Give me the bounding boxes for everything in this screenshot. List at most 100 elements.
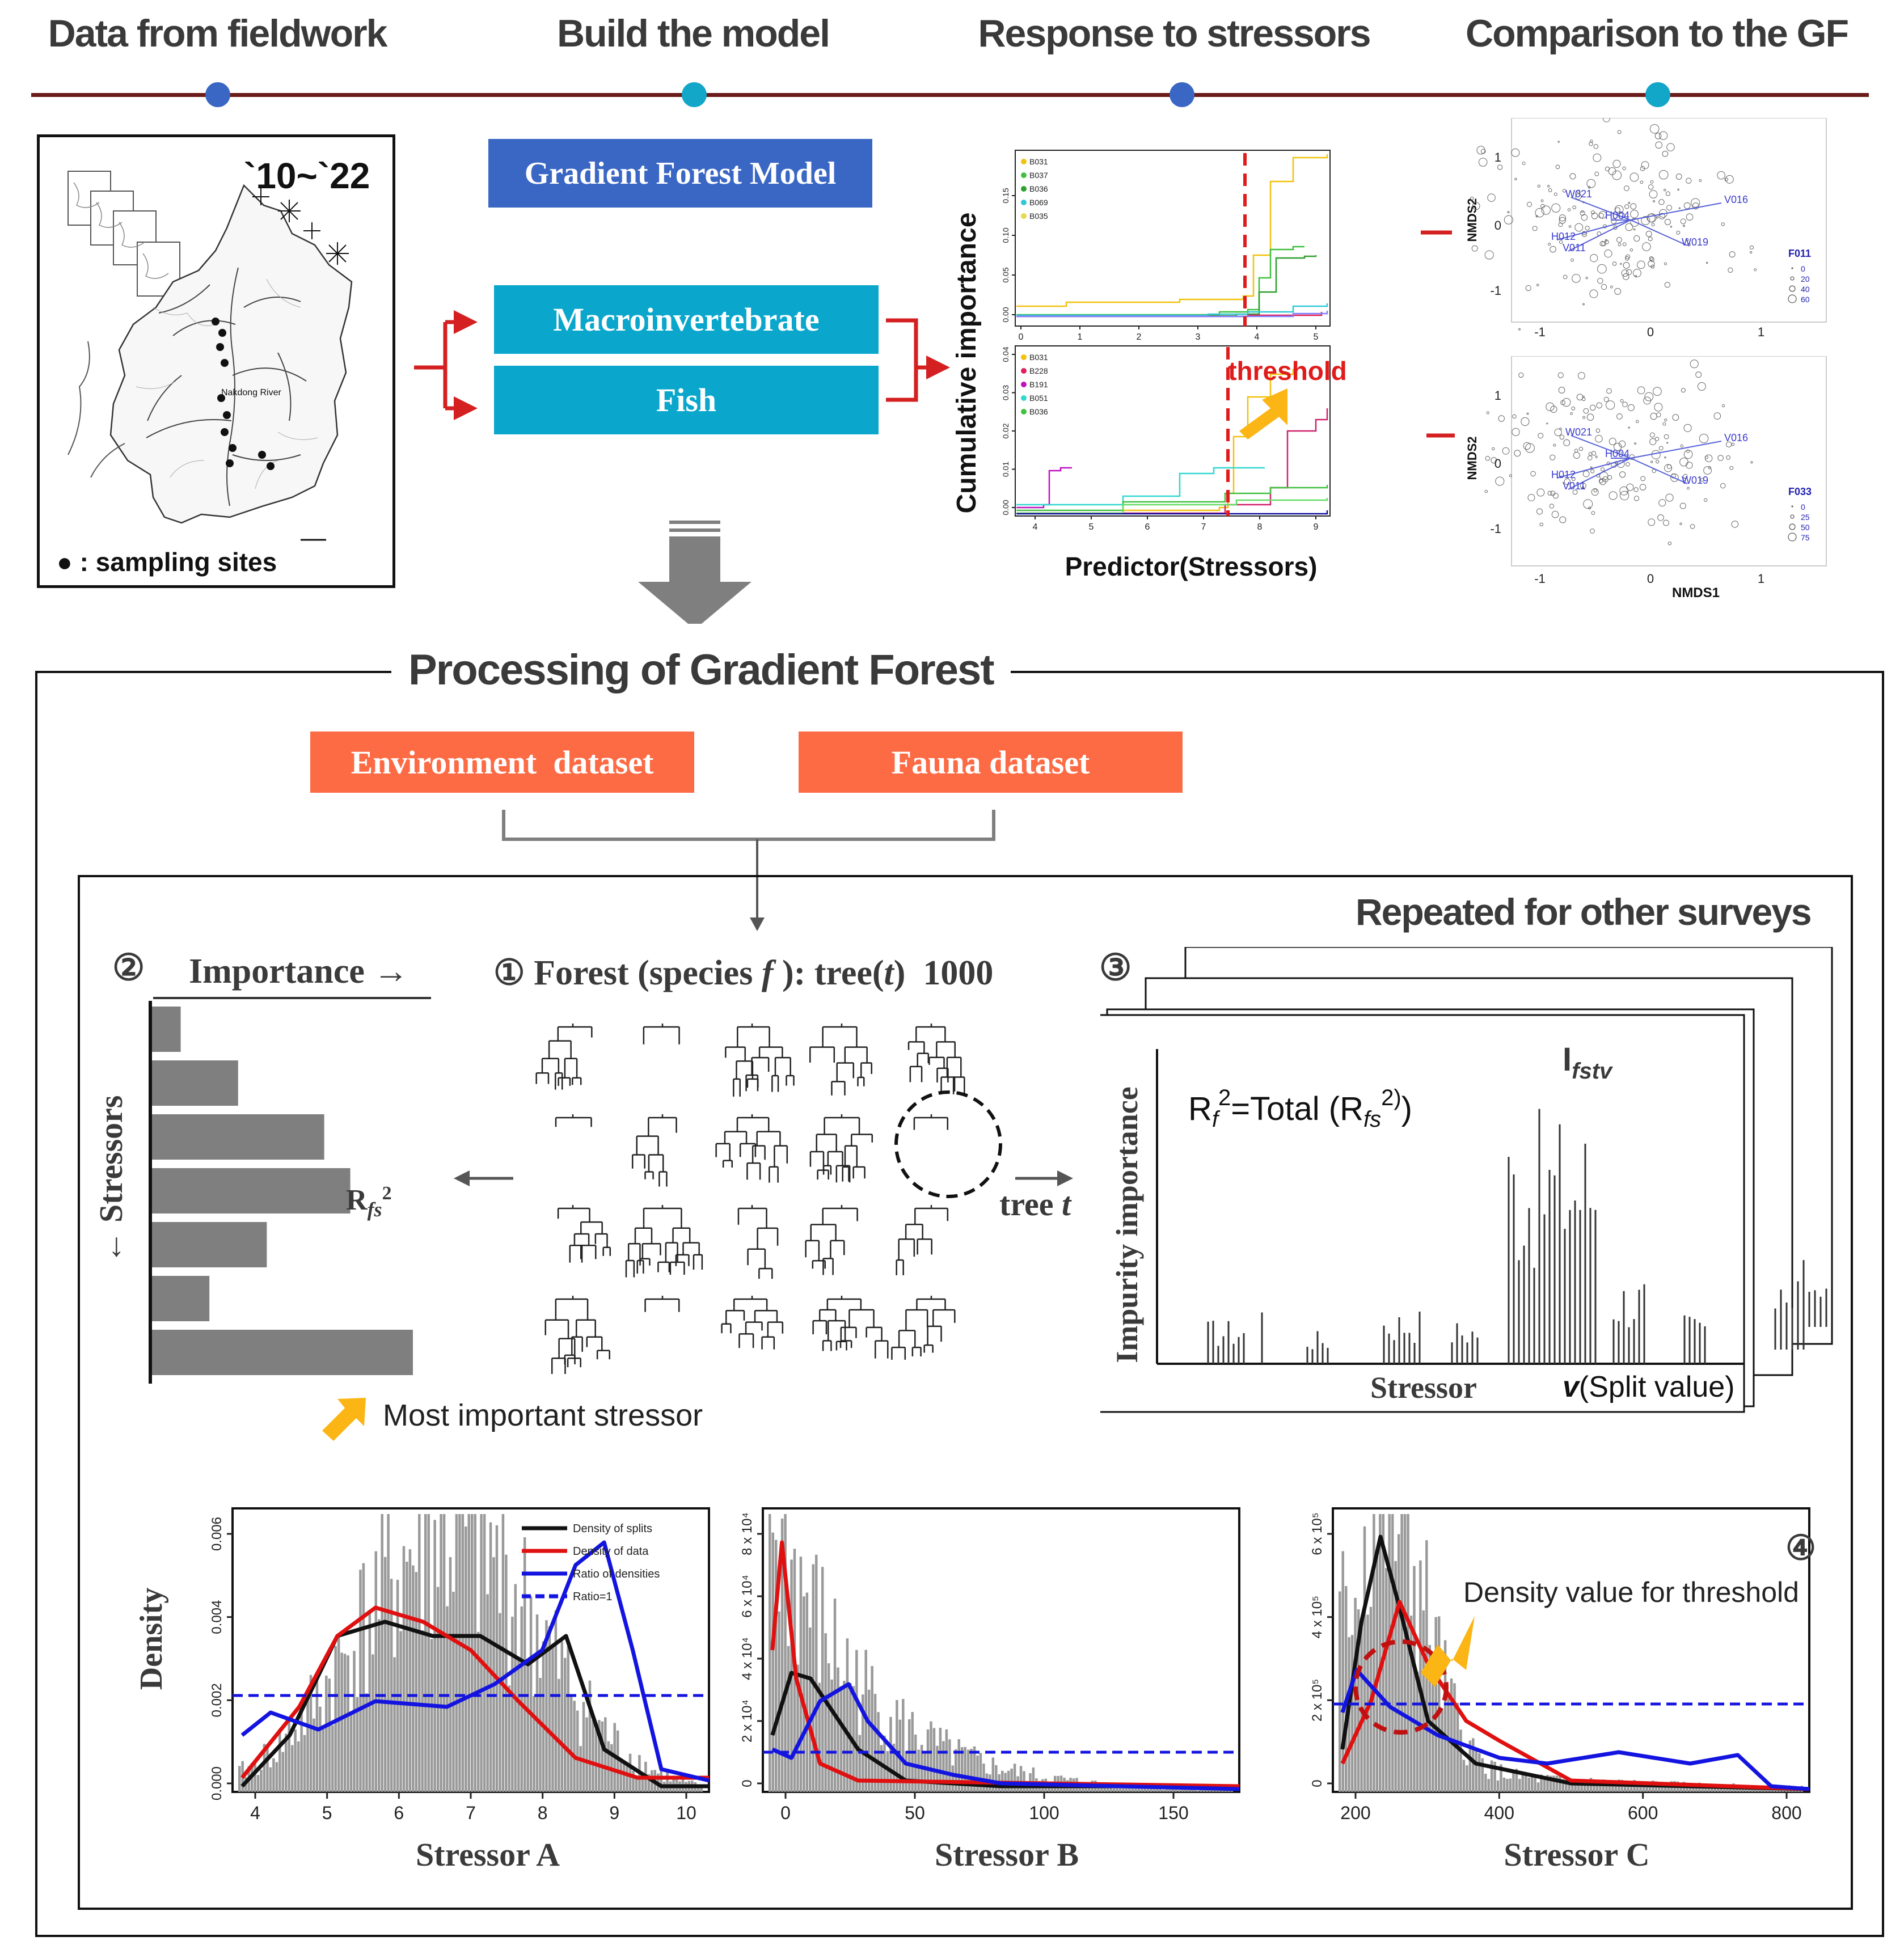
histogram-bar xyxy=(1543,1776,1546,1792)
histogram-bar xyxy=(787,1646,790,1792)
histogram-bar xyxy=(1583,1785,1586,1792)
histogram-bar xyxy=(1466,1765,1468,1792)
nmds-xtick-label: 1 xyxy=(1758,572,1764,586)
nmds-point xyxy=(1583,499,1593,509)
histogram-bar xyxy=(622,1763,626,1792)
histogram-bar xyxy=(412,1565,415,1792)
nmds-point xyxy=(1664,188,1666,192)
histogram-bar xyxy=(1658,1783,1661,1792)
nmds-point xyxy=(1648,236,1653,242)
density-xtick-label: 8 xyxy=(538,1803,548,1823)
histogram-bar xyxy=(368,1610,371,1792)
histogram-bar xyxy=(520,1606,523,1792)
impurity-step-number: ③ xyxy=(1099,948,1132,988)
nmds-point xyxy=(1687,487,1690,490)
nmds-point xyxy=(1536,488,1545,497)
histogram-bar xyxy=(803,1596,805,1792)
nmds-point xyxy=(1570,412,1573,415)
nmds-point xyxy=(1628,201,1631,204)
tree-icon xyxy=(557,1205,611,1263)
nmds-point xyxy=(1590,404,1596,411)
density-ytick-label: 4 x 10⁵ xyxy=(1310,1596,1325,1638)
histogram-bar xyxy=(858,1735,862,1792)
histogram-bar xyxy=(936,1745,939,1792)
nmds-point xyxy=(1731,521,1739,528)
nmds-point xyxy=(1586,179,1596,188)
repeated-surveys-label: Repeated for other surveys xyxy=(1356,891,1812,933)
tree-icon xyxy=(721,1296,784,1350)
density-ytick-label: 2 x 10⁵ xyxy=(1310,1679,1325,1722)
histogram-bar xyxy=(322,1727,325,1792)
threshold-arrow-icon xyxy=(1239,388,1287,439)
nmds-point xyxy=(1676,230,1681,235)
density-xlabel: Stressor C xyxy=(1504,1836,1649,1873)
histogram-bar xyxy=(796,1664,799,1792)
histogram-bar xyxy=(458,1514,461,1792)
nmds-point xyxy=(1547,491,1552,496)
histogram-bar xyxy=(672,1775,675,1792)
nmds-point xyxy=(1618,440,1626,448)
tree-icon xyxy=(805,1205,858,1275)
nmds-point xyxy=(1590,469,1595,473)
nmds-point xyxy=(1548,243,1551,246)
nmds-point xyxy=(1664,262,1667,265)
histogram-bar xyxy=(402,1546,406,1792)
density-xtick-label: 5 xyxy=(322,1803,332,1823)
histogram-bar xyxy=(501,1514,505,1792)
nmds-point xyxy=(1614,287,1622,295)
histogram-bar xyxy=(1218,1790,1221,1792)
histogram-bar xyxy=(619,1759,622,1792)
nmds-point xyxy=(1550,491,1556,496)
nmds-point xyxy=(1571,258,1574,262)
histogram-bar xyxy=(1723,1788,1726,1792)
nmds-vector-label: W019 xyxy=(1682,236,1708,248)
histogram-bar xyxy=(948,1739,951,1792)
nmds-point xyxy=(1495,476,1505,486)
nmds-point xyxy=(1649,257,1654,262)
nmds-vector-label: V016 xyxy=(1724,432,1748,443)
histogram-bar xyxy=(319,1706,322,1792)
nmds-point xyxy=(1613,225,1618,230)
nmds-point xyxy=(1670,473,1679,482)
nmds-point xyxy=(1558,222,1563,227)
histogram-bar xyxy=(1559,1775,1561,1792)
nmds-point xyxy=(1640,180,1644,184)
nmds-legend-swatch xyxy=(1789,523,1796,530)
ytick-label: 0.01 xyxy=(1001,462,1010,477)
histogram-bar xyxy=(1695,1788,1698,1792)
histogram-bar xyxy=(1190,1788,1193,1792)
histogram-bar xyxy=(486,1594,489,1792)
ytick-label: 0.04 xyxy=(1001,346,1010,362)
histogram-bar xyxy=(930,1721,932,1792)
nmds-point xyxy=(1514,450,1521,457)
nmds-point xyxy=(1656,216,1658,219)
histogram-bar xyxy=(535,1614,539,1792)
histogram-bar xyxy=(1692,1786,1695,1792)
nmds-point xyxy=(1731,442,1735,446)
nmds-point xyxy=(1535,208,1544,218)
histogram-bar xyxy=(1493,1761,1496,1792)
nmds-ytick-label: 0 xyxy=(1495,218,1501,232)
nmds-point xyxy=(1665,191,1670,196)
histogram-bar xyxy=(1549,1775,1552,1792)
nmds-legend-label: 25 xyxy=(1801,513,1810,522)
histogram-bar xyxy=(1648,1786,1652,1792)
nmds-point xyxy=(1621,269,1629,277)
histogram-bar xyxy=(1193,1789,1196,1792)
nmds-point xyxy=(1683,202,1691,209)
nmds-vector xyxy=(1571,435,1631,459)
density-xtick-label: 4 xyxy=(250,1803,260,1823)
nmds-vectors xyxy=(1556,435,1722,490)
density-ytick-label: 8 x 10⁴ xyxy=(740,1512,755,1555)
nmds-point xyxy=(1645,231,1652,237)
density-ytick-label: 0.006 xyxy=(209,1517,225,1551)
histogram-bar xyxy=(542,1641,545,1792)
nmds-point xyxy=(1567,208,1571,212)
cumulative-curve xyxy=(1016,467,1072,509)
map-years: `10~`22 xyxy=(244,155,370,196)
nmds-point xyxy=(1612,159,1621,168)
nmds-point xyxy=(1595,455,1598,458)
nmds-point xyxy=(1536,284,1539,286)
histogram-bar xyxy=(1156,1787,1159,1792)
